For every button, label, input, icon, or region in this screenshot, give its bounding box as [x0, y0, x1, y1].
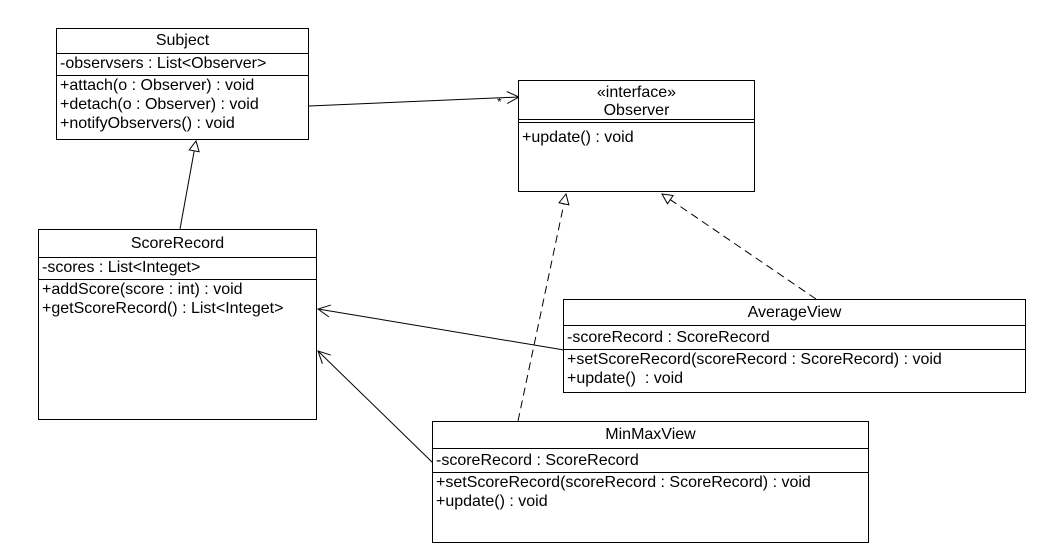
interface-observer[interactable]: «interface» Observer +update() : void: [518, 80, 755, 192]
operation-section: +setScoreRecord(scoreRecord : ScoreRecor…: [564, 350, 1025, 388]
operation: +setScoreRecord(scoreRecord : ScoreRecor…: [567, 351, 942, 368]
operation: +getScoreRecord() : List<Integet>: [42, 300, 284, 317]
class-name: AverageView: [564, 300, 1025, 326]
association-subject-observer: [308, 97, 519, 107]
attribute: -observsers : List<Observer>: [60, 55, 267, 72]
operation-section: +setScoreRecord(scoreRecord : ScoreRecor…: [433, 473, 868, 511]
realization-averageview-observer: [662, 194, 817, 300]
attribute: -scoreRecord : ScoreRecord: [436, 452, 639, 469]
class-name: MinMaxView: [433, 422, 868, 449]
class-subject[interactable]: Subject -observsers : List<Observer> +at…: [56, 28, 309, 140]
operation: +setScoreRecord(scoreRecord : ScoreRecor…: [436, 474, 811, 491]
realization-minmaxview-observer: [517, 194, 566, 422]
generalization-scorerecord-subject: [179, 141, 196, 230]
operation: +update() : void: [436, 493, 548, 510]
attribute-section: -scoreRecord : ScoreRecord: [564, 326, 1025, 350]
attribute: -scores : List<Integet>: [42, 259, 201, 276]
operation: +addScore(score : int) : void: [42, 281, 243, 298]
operation-section: +update() : void: [519, 123, 754, 147]
attribute-section: -observsers : List<Observer>: [57, 54, 308, 76]
class-name: ScoreRecord: [39, 230, 316, 258]
class-name: Subject: [57, 29, 308, 54]
operation: +update() : void: [567, 370, 684, 387]
attribute-section: -scoreRecord : ScoreRecord: [433, 449, 868, 473]
operation: +attach(o : Observer) : void: [60, 77, 255, 94]
stereotype-label: «interface»: [596, 84, 677, 101]
operation: +notifyObservers() : void: [60, 115, 235, 132]
attribute: -scoreRecord : ScoreRecord: [567, 329, 770, 346]
class-minmaxview[interactable]: MinMaxView -scoreRecord : ScoreRecord +s…: [432, 421, 869, 543]
class-averageview[interactable]: AverageView -scoreRecord : ScoreRecord +…: [563, 299, 1026, 393]
class-header: «interface» Observer: [519, 81, 754, 123]
operation-section: +attach(o : Observer) : void +detach(o :…: [57, 76, 308, 133]
operation: +update() : void: [522, 129, 634, 146]
class-name: Observer: [603, 102, 670, 119]
attribute-section: -scores : List<Integet>: [39, 258, 316, 280]
association-averageview-scorerecord: [318, 309, 565, 351]
operation-section: +addScore(score : int) : void +getScoreR…: [39, 280, 316, 318]
class-scorerecord[interactable]: ScoreRecord -scores : List<Integet> +add…: [38, 229, 317, 420]
multiplicity-label: *: [497, 95, 502, 109]
association-minmaxview-scorerecord: [318, 351, 434, 464]
operation: +detach(o : Observer) : void: [60, 96, 259, 113]
